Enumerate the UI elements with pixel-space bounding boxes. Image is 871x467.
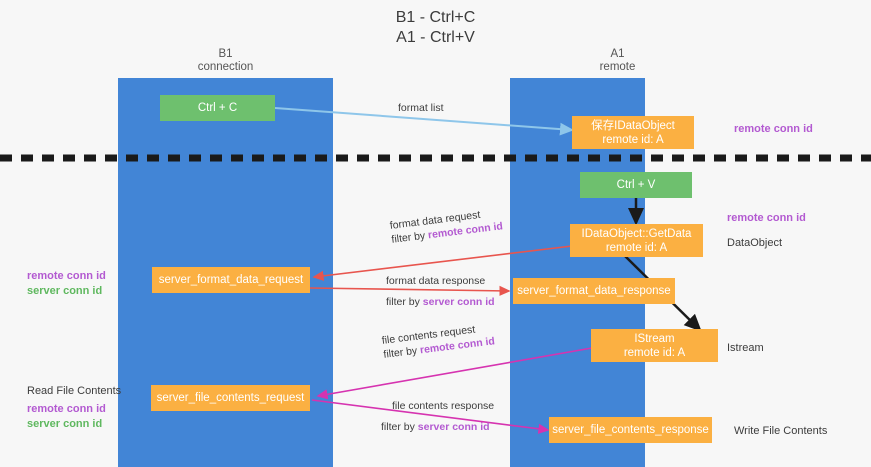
lane-header-b1: B1 connection xyxy=(148,48,303,74)
node-save-idataobject-sub: remote id: A xyxy=(602,133,664,146)
node-save-idataobject-label: 保存IDataObject xyxy=(591,119,675,132)
annotation-right-write-file-contents: Write File Contents xyxy=(734,425,828,437)
node-idataobject-getdata-label: IDataObject::GetData xyxy=(581,227,692,240)
node-istream[interactable]: IStream remote id: A xyxy=(591,329,718,362)
lane-header-a1-name: A1 xyxy=(610,48,625,60)
page-title: B1 - Ctrl+C A1 - Ctrl+V xyxy=(0,8,871,48)
title-line-1: B1 - Ctrl+C xyxy=(395,9,476,26)
edge-label-format-data-response-main: format data response xyxy=(386,275,486,287)
node-server-file-contents-response[interactable]: server_file_contents_response xyxy=(549,417,712,443)
annotation-right-remote-conn-id-mid: remote conn id xyxy=(727,212,806,224)
node-save-idataobject[interactable]: 保存IDataObject remote id: A xyxy=(572,116,694,149)
node-ctrl-c-label: Ctrl + C xyxy=(197,102,238,114)
node-idataobject-getdata-sub: remote id: A xyxy=(605,241,668,254)
node-ctrl-c[interactable]: Ctrl + C xyxy=(160,95,275,121)
arrow-format-data-response xyxy=(309,285,511,296)
lane-header-b1-name: B1 xyxy=(218,48,233,60)
arrow-file-contents-request xyxy=(316,347,593,400)
node-server-file-contents-request-label: server_file_contents_request xyxy=(156,392,305,404)
annotation-left-read-file-contents: Read File Contents xyxy=(27,385,122,397)
annotation-left-server-conn-id-1: server conn id xyxy=(27,285,103,297)
node-ctrl-v-label: Ctrl + V xyxy=(616,179,656,191)
annotation-right-istream: Istream xyxy=(727,342,764,354)
filter-key: server conn id xyxy=(417,421,490,433)
node-server-file-contents-response-label: server_file_contents_response xyxy=(552,424,709,436)
annotation-left-remote-conn-id-1: remote conn id xyxy=(27,270,106,282)
edge-label-file-contents-response-main: file contents response xyxy=(392,400,495,412)
arrow-format-data-request xyxy=(312,245,573,281)
node-server-format-data-request-label: server_format_data_request xyxy=(158,274,304,286)
node-server-format-data-request[interactable]: server_format_data_request xyxy=(152,267,310,293)
filter-key: server conn id xyxy=(422,296,495,308)
edge-label-format-data-response-filter: filter by server conn id xyxy=(386,295,495,309)
filter-prefix: filter by xyxy=(386,296,423,308)
edge-label-file-contents-response: file contents response filter by server … xyxy=(381,399,495,434)
annotation-left-remote-conn-id-2: remote conn id xyxy=(27,403,106,415)
arrow-format-list xyxy=(274,107,574,136)
arrow-file-contents-response xyxy=(311,399,550,434)
annotation-right-remote-conn-id-top: remote conn id xyxy=(734,123,813,135)
node-istream-sub: remote id: A xyxy=(623,346,686,359)
filter-prefix: filter by xyxy=(381,421,418,433)
node-server-format-data-response-label: server_format_data_response xyxy=(517,285,671,297)
title-line-2: A1 - Ctrl+V xyxy=(396,29,475,46)
node-ctrl-v[interactable]: Ctrl + V xyxy=(580,172,692,198)
node-idataobject-getdata[interactable]: IDataObject::GetData remote id: A xyxy=(570,224,703,257)
lane-header-b1-role: connection xyxy=(197,61,254,73)
edge-label-file-contents-response-filter: filter by server conn id xyxy=(381,420,494,434)
lane-header-a1: A1 remote xyxy=(540,48,695,74)
node-server-format-data-response[interactable]: server_format_data_response xyxy=(513,278,675,304)
node-server-file-contents-request[interactable]: server_file_contents_request xyxy=(151,385,310,411)
edge-label-format-list: format list xyxy=(398,102,444,114)
annotation-right-dataobject: DataObject xyxy=(727,237,783,249)
node-istream-label: IStream xyxy=(634,332,675,345)
edge-label-format-data-response: format data response filter by server co… xyxy=(386,274,495,309)
annotation-left-server-conn-id-2: server conn id xyxy=(27,418,103,430)
lane-header-a1-role: remote xyxy=(599,61,636,73)
